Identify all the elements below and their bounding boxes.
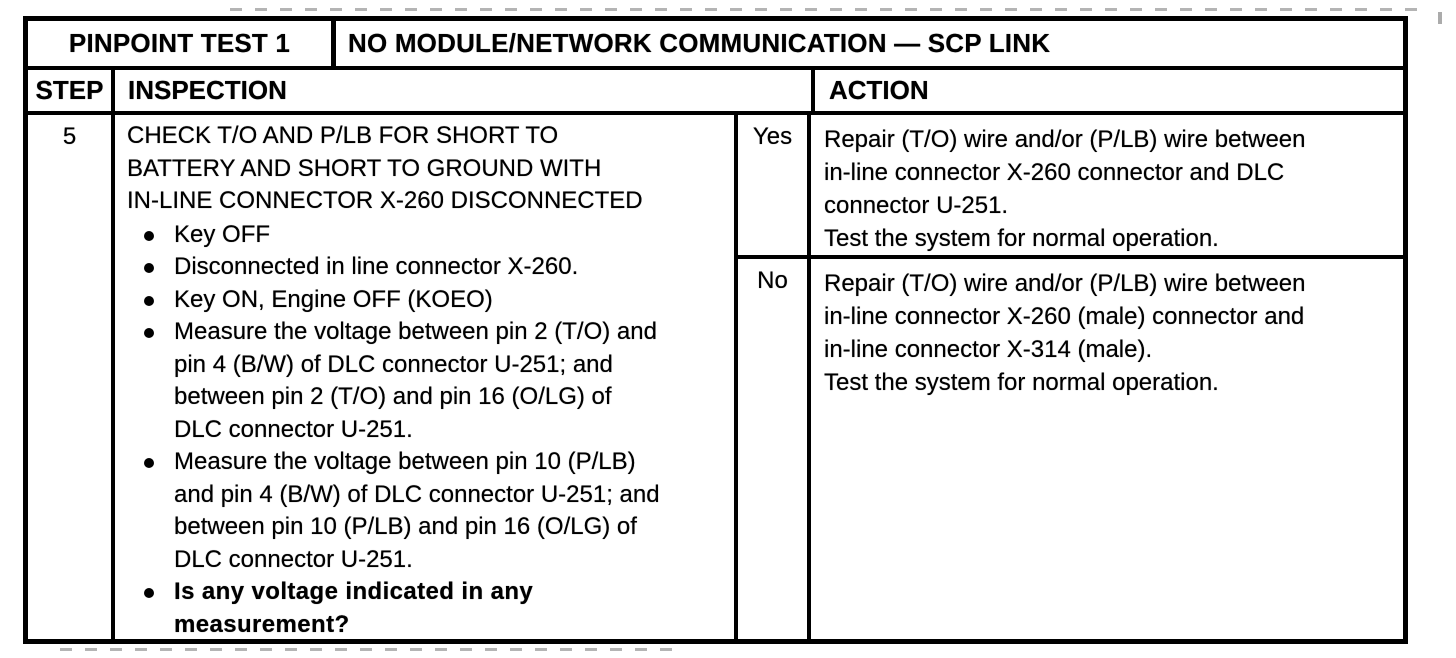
pinpoint-test-table: PINPOINT TEST 1 NO MODULE/NETWORK COMMUN… [23, 16, 1408, 644]
bullet-icon [144, 328, 154, 338]
scan-artifact [1438, 12, 1442, 24]
bullet-text: Disconnected in line connector X-260. [174, 253, 579, 280]
scan-artifact [230, 8, 1430, 11]
column-header-action: ACTION [829, 75, 929, 105]
answer-yes-label: Yes [738, 115, 811, 255]
action-no-cell: Repair (T/O) wire and/or (P/LB) wire bet… [824, 270, 1306, 396]
result-row-yes: Yes Repair (T/O) wire and/or (P/LB) wire… [738, 115, 1403, 259]
bullet-text: Key ON, Engine OFF (KOEO) [174, 285, 493, 313]
test-banner-row: PINPOINT TEST 1 NO MODULE/NETWORK COMMUN… [28, 21, 1403, 70]
bullet-icon [144, 295, 154, 306]
action-yes-cell: Repair (T/O) wire and/or (P/LB) wire bet… [824, 126, 1306, 252]
step-number: 5 [28, 115, 115, 639]
column-header-inspection: INSPECTION [115, 70, 815, 111]
result-block: Yes Repair (T/O) wire and/or (P/LB) wire… [738, 115, 1403, 639]
column-header-row: STEP INSPECTION ACTION [28, 70, 1403, 115]
answer-no-label: No [738, 259, 811, 639]
inspection-bullet: Measure the voltage between pin 2 (T/O) … [127, 316, 726, 446]
bullet-text: Key OFF [174, 220, 271, 248]
inspection-bullet-list: Key OFF Disconnected in line connector X… [127, 219, 726, 640]
bullet-icon [144, 263, 154, 273]
bullet-icon [144, 230, 154, 241]
scan-artifact [60, 648, 680, 651]
inspection-bullet: Key ON, Engine OFF (KOEO) [127, 284, 726, 317]
bullet-icon [144, 458, 154, 468]
result-row-no: No Repair (T/O) wire and/or (P/LB) wire … [738, 259, 1403, 639]
pinpoint-test-label: PINPOINT TEST 1 [28, 21, 336, 66]
bullet-text: Measure the voltage between pin 2 (T/O) … [174, 318, 657, 443]
inspection-bullet: Measure the voltage between pin 10 (P/LB… [127, 446, 726, 576]
bullet-text: Measure the voltage between pin 10 (P/LB… [174, 448, 660, 573]
inspection-bullet: Key OFF [127, 219, 726, 252]
pinpoint-test-title: NO MODULE/NETWORK COMMUNICATION — SCP LI… [348, 28, 1051, 58]
inspection-bullet: Disconnected in line connector X-260. [127, 251, 726, 284]
bullet-icon [144, 588, 154, 598]
column-header-step: STEP [28, 70, 115, 111]
